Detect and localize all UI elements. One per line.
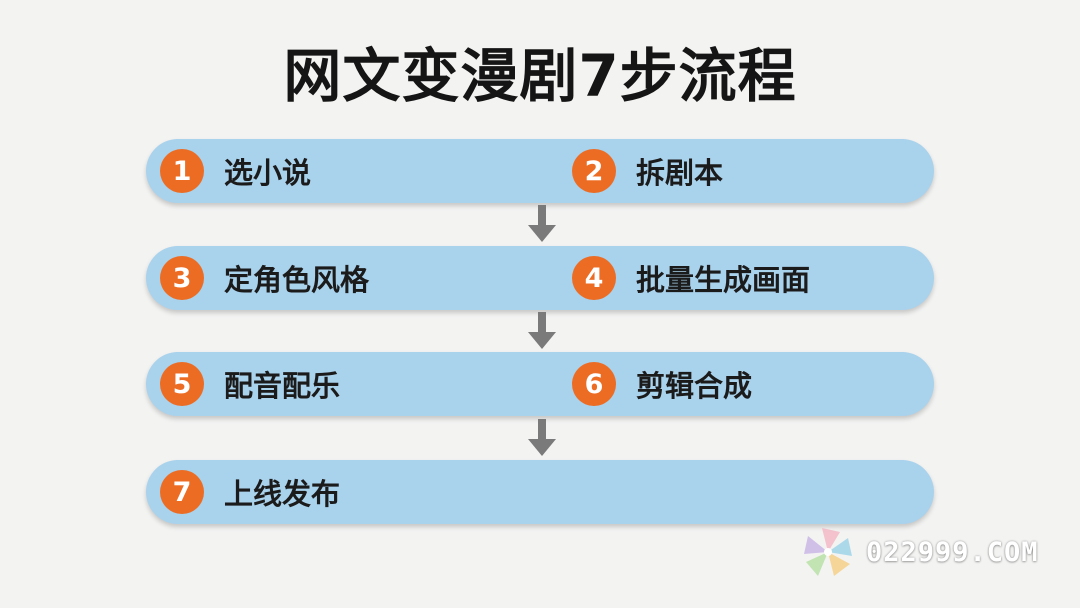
- step-number-badge: 4: [572, 256, 616, 300]
- step-number-badge: 6: [572, 362, 616, 406]
- step-number-badge: 3: [160, 256, 204, 300]
- step-row-3: 5 配音配乐 6 剪辑合成: [146, 352, 934, 416]
- step-7: 7 上线发布: [160, 470, 340, 514]
- step-label: 定角色风格: [224, 263, 370, 297]
- step-4: 4 批量生成画面: [572, 256, 810, 300]
- watermark-text: 022999.COM: [866, 536, 1039, 568]
- down-arrow-icon: [528, 419, 556, 456]
- step-2: 2 拆剧本: [572, 149, 723, 193]
- step-number-badge: 2: [572, 149, 616, 193]
- step-row-4: 7 上线发布: [146, 460, 934, 524]
- step-label: 批量生成画面: [636, 263, 811, 297]
- step-label: 拆剧本: [636, 156, 724, 190]
- watermark: 022999.COM: [800, 524, 1040, 580]
- step-label: 配音配乐: [224, 369, 341, 403]
- pinwheel-logo-icon: [804, 528, 852, 576]
- step-number-badge: 7: [160, 470, 204, 514]
- step-row-1: 1 选小说 2 拆剧本: [146, 139, 934, 203]
- step-number-badge: 1: [160, 149, 204, 193]
- step-5: 5 配音配乐: [160, 362, 340, 406]
- step-label: 剪辑合成: [636, 369, 753, 403]
- step-number-badge: 5: [160, 362, 204, 406]
- step-label: 选小说: [224, 156, 312, 190]
- step-3: 3 定角色风格: [160, 256, 369, 300]
- down-arrow-icon: [528, 205, 556, 242]
- step-row-2: 3 定角色风格 4 批量生成画面: [146, 246, 934, 310]
- down-arrow-icon: [528, 312, 556, 349]
- diagram-title: 网文变漫剧7步流程: [283, 42, 797, 110]
- step-1: 1 选小说: [160, 149, 311, 193]
- step-6: 6 剪辑合成: [572, 362, 752, 406]
- step-label: 上线发布: [224, 477, 341, 511]
